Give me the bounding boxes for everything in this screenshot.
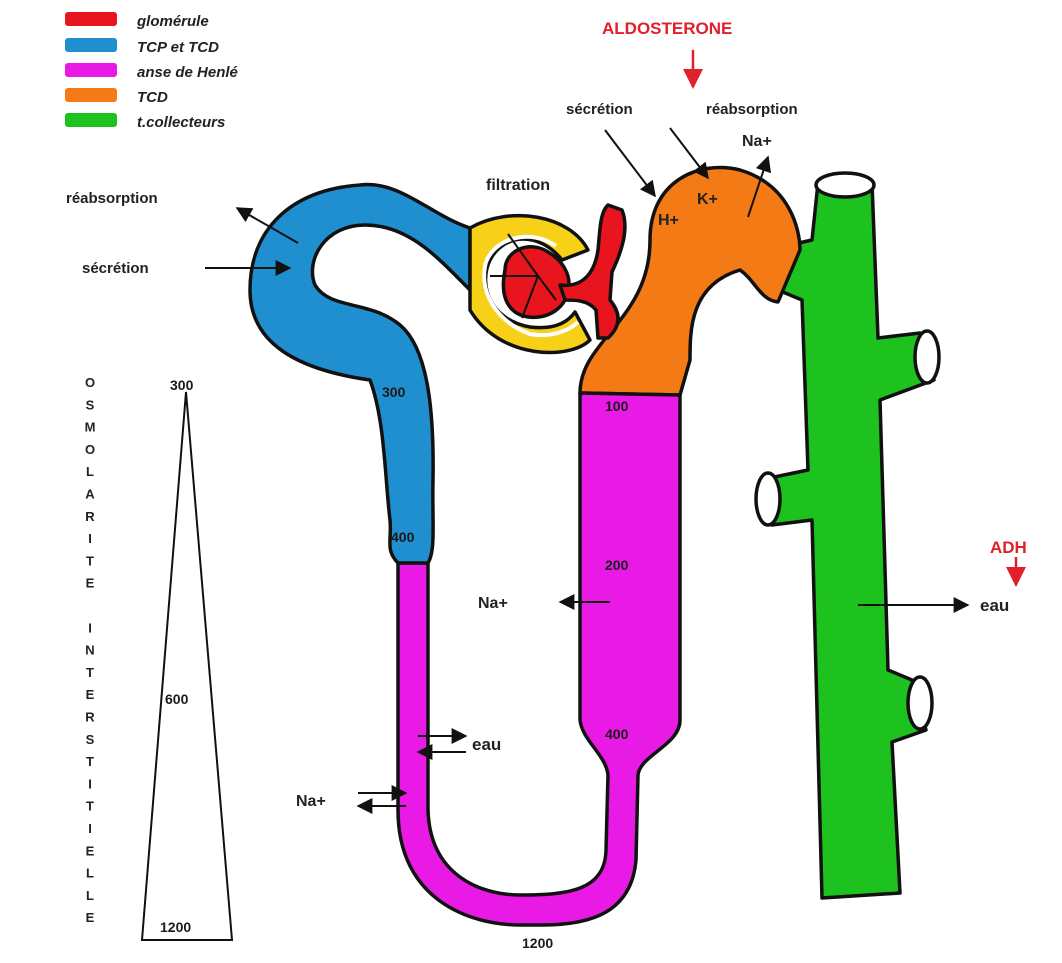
vertical-letter: I (88, 821, 92, 836)
legend: glomérule TCP et TCD anse de Henlé TCD t… (65, 12, 238, 131)
vertical-letter: L (86, 464, 94, 479)
vertical-letter: E (86, 843, 95, 858)
vertical-letter: O (85, 442, 95, 457)
osm-asc-400: 400 (605, 726, 629, 742)
vertical-letter: E (86, 910, 95, 925)
vertical-letter: O (85, 375, 95, 390)
adh-label: ADH (990, 538, 1027, 557)
vertical-letter: I (88, 531, 92, 546)
vertical-letter: T (86, 799, 94, 814)
legend-label-collecteur: t.collecteurs (137, 114, 225, 131)
legend-swatch-glomerule (65, 12, 117, 26)
vertical-letter: I (88, 776, 92, 791)
legend-label-tcp: TCP et TCD (137, 39, 219, 56)
osm-bottom-1200: 1200 (522, 935, 553, 951)
proximal-tubule (250, 185, 470, 563)
reabsorption-left-label: réabsorption (66, 190, 158, 207)
vertical-letter: E (86, 687, 95, 702)
vertical-letter: T (86, 553, 94, 568)
filtration-label: filtration (486, 177, 550, 194)
vertical-letter: N (85, 643, 94, 658)
legend-swatch-tcp (65, 38, 117, 52)
secretion-left-label: sécrétion (82, 260, 149, 277)
branch-opening-3 (908, 677, 932, 729)
vertical-letter: T (86, 665, 94, 680)
na-top-label: Na+ (742, 133, 772, 150)
osm-tcp-400: 400 (391, 529, 415, 545)
osm-asc-100: 100 (605, 398, 629, 414)
osmolarity-triangle: 300 600 1200 (142, 377, 232, 940)
branch-opening-2 (756, 473, 780, 525)
secretion-top-arrow-2 (670, 128, 708, 178)
vertical-letter: E (86, 576, 95, 591)
vertical-letter: M (85, 420, 96, 435)
legend-swatch-tcd (65, 88, 117, 102)
secretion-top-label: sécrétion (566, 101, 633, 118)
eau-descending-label: eau (472, 735, 501, 754)
reabsorption-top-label: réabsorption (706, 101, 798, 118)
na-ascending-label: Na+ (478, 595, 508, 612)
legend-swatch-henle (65, 63, 117, 77)
legend-swatch-collecteur (65, 113, 117, 127)
vertical-letter: L (86, 866, 94, 881)
na-descending-label: Na+ (296, 793, 326, 810)
secretion-top-arrow (605, 130, 655, 196)
vertical-letter: T (86, 754, 94, 769)
osm-asc-200: 200 (605, 557, 629, 573)
triangle-1200: 1200 (160, 919, 191, 935)
legend-label-tcd: TCD (137, 89, 168, 106)
aldosterone-label: ALDOSTERONE (602, 19, 732, 38)
vertical-letter: R (85, 509, 95, 524)
branch-opening-1 (915, 331, 939, 383)
legend-label-glomerule: glomérule (136, 13, 209, 30)
eau-collector-label: eau (980, 596, 1009, 615)
duct-top-opening (816, 173, 874, 197)
vertical-letter: A (85, 487, 95, 502)
vertical-letter: S (86, 397, 95, 412)
triangle-600: 600 (165, 691, 189, 707)
osm-tcp-300: 300 (382, 384, 406, 400)
henle-loop (398, 393, 680, 925)
vertical-letter: I (88, 620, 92, 635)
vertical-letter: R (85, 710, 95, 725)
vertical-letter: L (86, 888, 94, 903)
h-plus-label: H+ (658, 212, 679, 229)
vertical-letter: S (86, 732, 95, 747)
legend-label-henle: anse de Henlé (137, 64, 238, 81)
k-plus-label: K+ (697, 191, 718, 208)
triangle-300: 300 (170, 377, 194, 393)
